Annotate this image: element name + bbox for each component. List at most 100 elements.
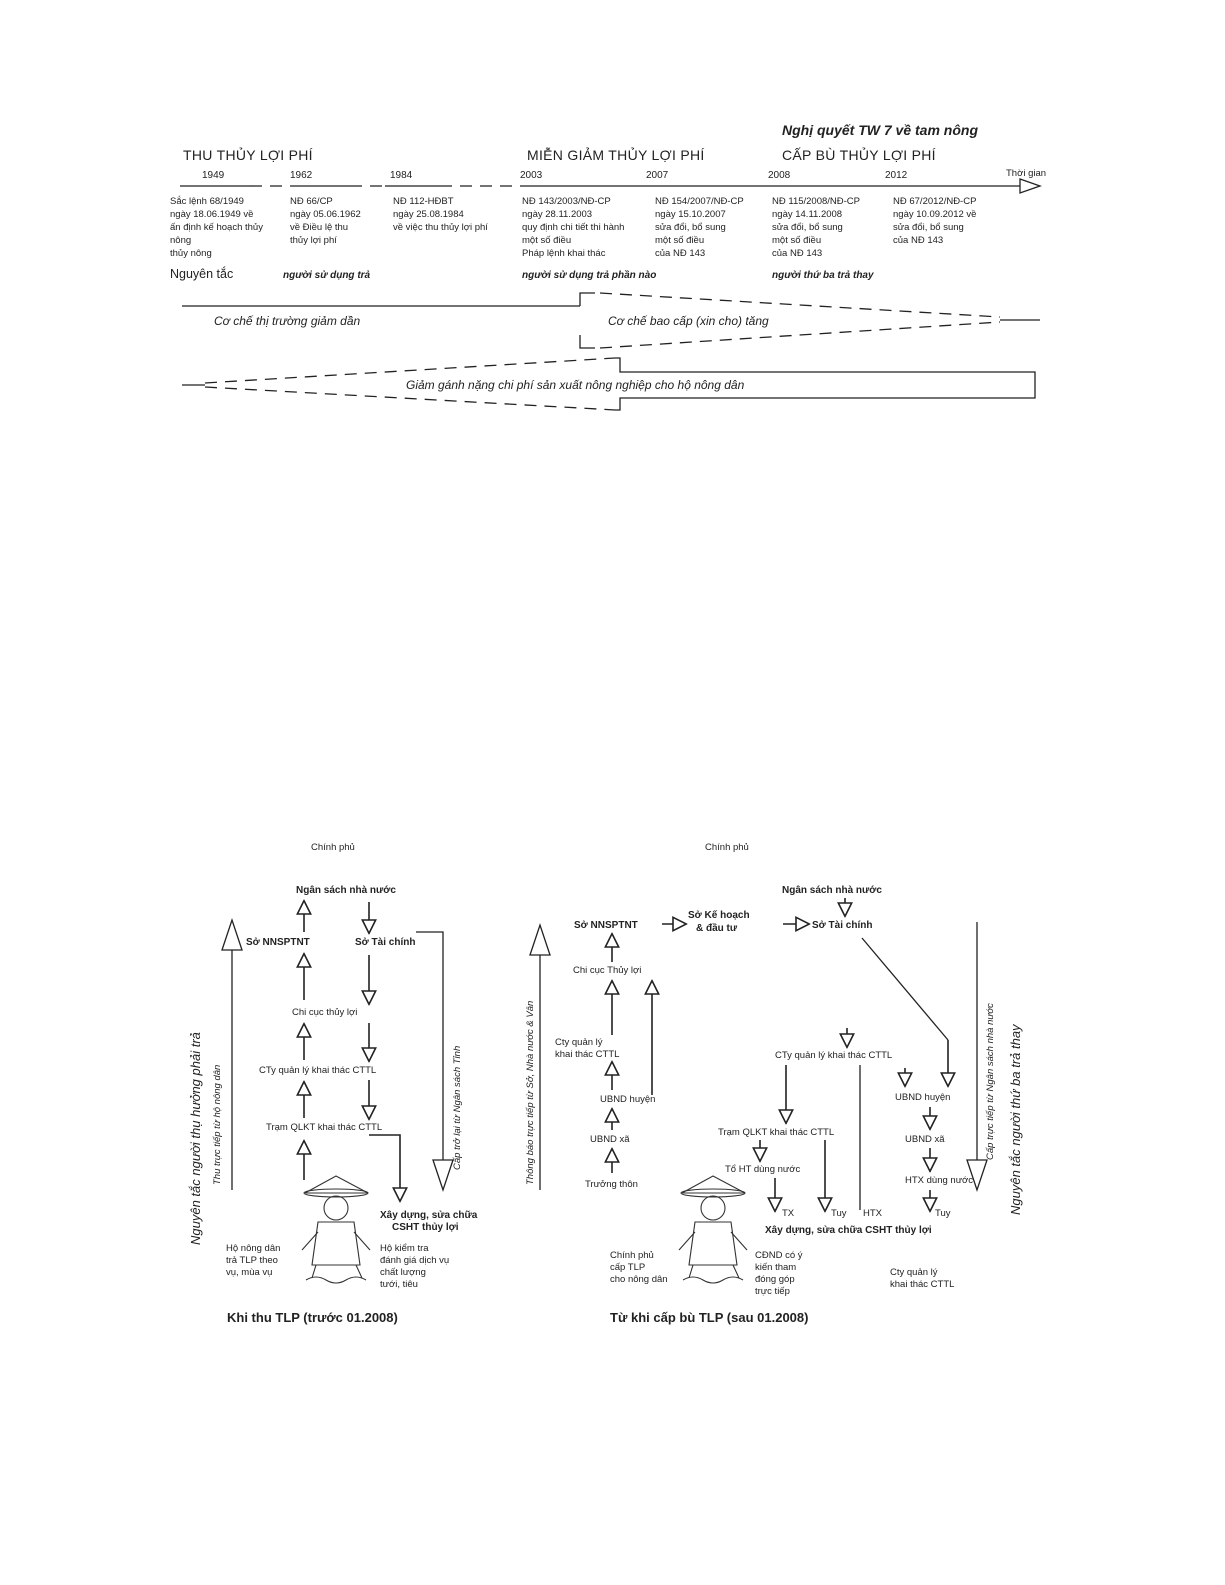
left-side-arrow-down [416,931,444,1160]
svg-text:đánh giá dịch vụ: đánh giá dịch vụ [380,1255,449,1266]
right-side-principle: Nguyên tắc người thứ ba trả thay [1008,1023,1023,1215]
decree-1949: Sắc lệnh 68/1949 ngày 18.06.1949 về ấn đ… [170,196,263,259]
right-fin-line [861,937,949,1041]
right-construction: Xây dựng, sửa chữa CSHT thủy lợi [765,1225,932,1236]
svg-text:chất lượng: chất lượng [380,1267,426,1278]
right-company-left-1: Cty quản lý [555,1037,603,1048]
right-commune-r: UBND xã [905,1134,945,1145]
right-farmer-note-right: CĐND có ý kiến tham đóng góp trực tiếp [755,1250,803,1297]
svg-text:cấp TLP: cấp TLP [610,1262,645,1273]
svg-text:đóng góp: đóng góp [755,1274,795,1285]
svg-text:thủy lợi phí: thủy lợi phí [290,235,337,246]
right-side-left-inner: Thông báo trực tiếp từ Sở, Nhà nước & Vâ… [525,1001,536,1185]
right-commune: UBND xã [590,1134,630,1145]
svg-text:nông: nông [170,235,191,246]
svg-text:quy định chi tiết thi hành: quy định chi tiết thi hành [522,222,624,233]
svg-text:NĐ 115/2008/NĐ-CP: NĐ 115/2008/NĐ-CP [772,196,860,207]
svg-text:của NĐ 143: của NĐ 143 [893,235,943,246]
svg-text:tưới, tiêu: tưới, tiêu [380,1279,418,1290]
principle-user-pays: người sử dụng trả [283,270,371,281]
farmer-figure-right [678,1175,748,1284]
left-station: Trạm QLKT khai thác CTTL [266,1122,382,1133]
right-budget: Ngân sách nhà nước [782,885,882,896]
year-1949: 1949 [202,170,225,181]
left-company: CTy quản lý khai thác CTTL [259,1065,376,1076]
left-side-inner: Thu trực tiếp từ hộ nông dân [212,1065,223,1185]
right-district-r: UBND huyện [895,1092,950,1103]
left-side-right-inner: Cấp trở lại từ Ngân sách Tỉnh [452,1046,463,1170]
right-company-right: CTy quản lý khai thác CTTL [775,1050,892,1061]
decree-2003: NĐ 143/2003/NĐ-CP ngày 28.11.2003 quy đị… [522,196,624,259]
principle-third-party: người thứ ba trả thay [772,270,874,281]
svg-text:NĐ 66/CP: NĐ 66/CP [290,196,333,207]
principle-user-pays-part: người sử dụng trả phần nào [522,269,656,281]
right-side-inner: Cấp trực tiếp từ Ngân sách nhà nước [985,1003,996,1160]
year-1984: 1984 [390,170,413,181]
subsidy-mechanism-label: Cơ chế bao cấp (xin cho) tăng [608,314,769,328]
svg-text:Pháp lệnh khai thác: Pháp lệnh khai thác [522,248,606,259]
svg-text:sửa đổi, bổ sung: sửa đổi, bổ sung [893,222,964,233]
decree-2007: NĐ 154/2007/NĐ-CP ngày 15.10.2007 sửa đổ… [655,196,744,259]
svg-text:ngày 28.11.2003: ngày 28.11.2003 [522,209,592,220]
left-owner: Chính phủ [311,842,355,853]
svg-text:một số điều: một số điều [655,235,704,246]
decree-1962: NĐ 66/CP ngày 05.06.1962 về Điều lệ thu … [290,196,361,246]
left-construction-1: Xây dựng, sửa chữa [380,1210,478,1221]
right-diagram-title: Từ khi cấp bù TLP (sau 01.2008) [610,1310,808,1325]
farmer-figure-left [301,1175,371,1284]
svg-text:cho nông dân: cho nông dân [610,1274,668,1285]
svg-text:NĐ 112-HĐBT: NĐ 112-HĐBT [393,196,454,207]
left-sub-dept: Chi cục thủy lợi [292,1007,357,1018]
svg-text:CĐND có ý: CĐND có ý [755,1250,803,1261]
svg-text:ngày 18.06.1949 về: ngày 18.06.1949 về [170,209,253,220]
timeline-arrow-head [1019,178,1042,194]
svg-text:Hộ nông dân: Hộ nông dân [226,1243,280,1254]
right-dept-plan-1: Sở Kế hoạch [688,909,750,921]
svg-text:về Điều lệ thu: về Điều lệ thu [290,222,348,233]
right-dept-agri: Sở NNSPTNT [574,920,638,931]
left-dept-fin: Sở Tài chính [355,937,415,948]
svg-text:NĐ 143/2003/NĐ-CP: NĐ 143/2003/NĐ-CP [522,196,611,207]
svg-text:ngày 10.09.2012 về: ngày 10.09.2012 về [893,209,976,220]
right-team: Tổ HT dùng nước [725,1164,801,1175]
left-diagram: Chính phủ Ngân sách nhà nước Sở NNSPTNT … [188,842,478,1325]
left-side-arrow-down-head [432,1159,454,1193]
market-mechanism-wedge [182,292,1040,349]
era-collect-label: THU THỦY LỢI PHÍ [183,146,313,163]
svg-text:Sắc lệnh 68/1949: Sắc lệnh 68/1949 [170,196,244,207]
svg-text:Cty quản lý: Cty quản lý [890,1267,938,1278]
right-side-arrow-down-head [966,1159,988,1193]
right-company-note: Cty quản lý khai thác CTTL [890,1267,954,1290]
svg-text:NĐ 154/2007/NĐ-CP: NĐ 154/2007/NĐ-CP [655,196,744,207]
left-farmer-note: Hộ nông dân trả TLP theo vụ, mùa vụ [226,1243,280,1278]
year-2008: 2008 [768,170,791,181]
decree-2012: NĐ 67/2012/NĐ-CP ngày 10.09.2012 về sửa … [893,196,976,246]
svg-text:trả TLP theo: trả TLP theo [226,1255,278,1266]
right-side-arrow-up-head [529,922,551,956]
resolution-label: Nghị quyết TW 7 về tam nông [782,122,978,138]
decree-2008: NĐ 115/2008/NĐ-CP ngày 14.11.2008 sửa đổ… [772,196,860,259]
right-dept-plan-2: & đầu tư [696,922,738,934]
right-small-tx: TX [782,1208,795,1219]
right-station: Trạm QLKT khai thác CTTL [718,1127,834,1138]
svg-text:khai thác CTTL: khai thác CTTL [890,1279,954,1290]
right-small-htx: HTX [863,1208,883,1219]
svg-text:NĐ 67/2012/NĐ-CP: NĐ 67/2012/NĐ-CP [893,196,976,207]
svg-text:trực tiếp: trực tiếp [755,1286,790,1297]
svg-text:một số điều: một số điều [522,235,571,246]
svg-text:ngày 15.10.2007: ngày 15.10.2007 [655,209,726,220]
right-district: UBND huyện [600,1094,655,1105]
right-farmer-note-left: Chính phủ cấp TLP cho nông dân [610,1250,668,1285]
left-side-principle: Nguyên tắc người thụ hưởng phải trả [188,1032,203,1245]
principle-label: Nguyên tắc [170,266,233,281]
year-1962: 1962 [290,170,313,181]
right-owner: Chính phủ [705,842,749,853]
svg-text:ngày 05.06.1962: ngày 05.06.1962 [290,209,361,220]
svg-text:của NĐ 143: của NĐ 143 [655,248,705,259]
burden-label: Giảm gánh nặng chi phí sản xuất nông ngh… [406,378,745,392]
burden-wedge [182,357,1036,411]
svg-text:sửa đổi, bổ sung: sửa đổi, bổ sung [655,222,726,233]
left-budget: Ngân sách nhà nước [296,885,396,896]
right-diagram: Chính phủ Ngân sách nhà nước Sở NNSPTNT … [525,842,1023,1325]
left-arrow-construction [369,1134,400,1200]
